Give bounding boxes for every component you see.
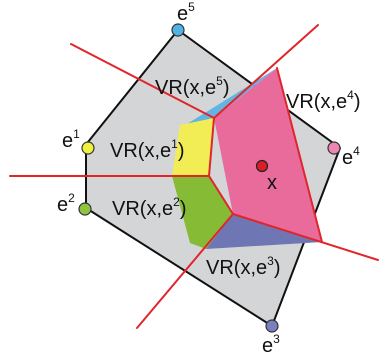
label-e3: e3	[262, 332, 280, 357]
vertex-e1-marker	[81, 141, 95, 155]
red-line	[276, 67, 323, 243]
vertex-e4-marker	[327, 141, 341, 155]
red-line	[208, 117, 215, 177]
vertex-e5-marker	[171, 23, 185, 37]
label-vr-e1: VR(x,e1)	[110, 137, 184, 162]
region-vr-e3	[206, 214, 322, 249]
region-vr-e1	[172, 118, 214, 176]
red-line	[232, 213, 379, 261]
label-vr-e5: VR(x,e5)	[155, 74, 229, 99]
red-line	[208, 175, 234, 215]
label-e4: e4	[342, 144, 360, 169]
red-line	[213, 24, 319, 119]
label-x: x	[267, 172, 277, 194]
label-vr-e2: VR(x,e2)	[112, 195, 186, 220]
label-e2: e2	[57, 191, 75, 216]
vertex-e3-marker	[265, 319, 279, 333]
label-e5: e5	[177, 0, 195, 25]
red-line	[136, 213, 234, 329]
red-line	[70, 43, 215, 119]
point-x-marker	[255, 159, 269, 173]
red-lines	[9, 24, 379, 329]
label-vr-e3: VR(x,e3)	[206, 254, 280, 279]
label-e1: e1	[62, 127, 80, 152]
vertex-e2-marker	[78, 202, 92, 216]
label-vr-e4: VR(x,e4)	[286, 88, 360, 113]
region-vr-e4	[214, 68, 322, 242]
